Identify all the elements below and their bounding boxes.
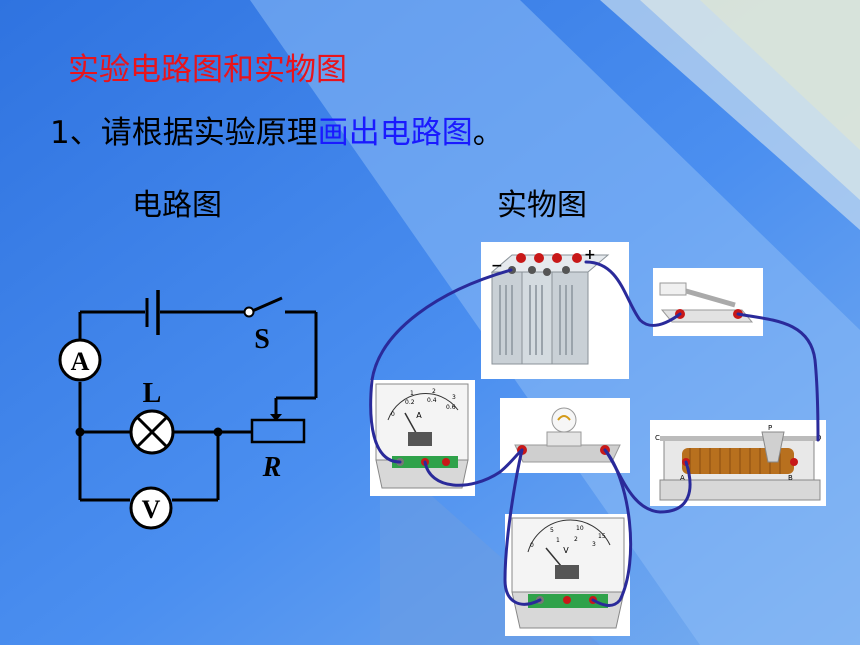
switch-panel — [653, 268, 763, 336]
knife-switch — [659, 282, 754, 323]
physical-diagram-label: 实物图 — [497, 188, 587, 223]
switch-contact — [243, 306, 255, 318]
ammeter-label: A — [71, 347, 90, 376]
voltmeter-tick-inner-2: 2 — [574, 536, 578, 543]
ammeter-tick-top-1: 1 — [410, 390, 414, 397]
voltmeter-label: V — [142, 495, 161, 524]
rheostat-label: R — [262, 452, 282, 483]
instruction-prefix: 1、请根据实验原理 — [50, 115, 318, 151]
ammeter-tick-0: 0 — [391, 411, 395, 418]
ammeter-face-unit: A — [416, 411, 422, 420]
battery-plus-label: + — [584, 247, 596, 263]
switch-label: S — [254, 324, 270, 355]
voltmeter-tick-inner-1: 1 — [556, 537, 560, 544]
connecting-wires — [369, 260, 820, 607]
lamp-label: L — [143, 378, 162, 409]
voltmeter-tick-5: 5 — [550, 527, 554, 534]
slide-title: 实验电路图和实物图 — [68, 52, 347, 88]
battery-minus-label: − — [491, 258, 503, 274]
voltmeter-symbol — [129, 486, 173, 530]
junction-dot — [75, 427, 85, 437]
ammeter-tick-04: 0.4 — [427, 397, 437, 404]
instruction-highlight: 画出电路图 — [317, 115, 473, 151]
ammeter-tick-06: 0.6 — [446, 404, 456, 411]
circuit-diagram-label: 电路图 — [132, 188, 222, 223]
rheostat-terminal-c: C — [655, 434, 660, 442]
rheostat-slider-arrow — [270, 414, 282, 421]
ammeter-tick-top-3: 3 — [452, 394, 456, 401]
rheostat-terminal-a: A — [680, 474, 685, 482]
voltmeter-device: V 0 5 10 15 1 2 3 — [511, 517, 625, 629]
rheostat-device: C D P A B — [655, 424, 821, 501]
rheostat-terminal-b: B — [788, 474, 793, 482]
rheostat-slider-p: P — [768, 424, 772, 432]
voltmeter-tick-10: 10 — [576, 525, 584, 532]
ammeter-symbol — [58, 338, 102, 382]
battery-pack: − + — [490, 247, 610, 365]
voltmeter-tick-15: 15 — [598, 533, 606, 540]
ammeter-tick-top-2: 2 — [432, 388, 436, 395]
voltmeter-face-unit: V — [563, 546, 569, 555]
instruction-suffix: 。 — [472, 115, 504, 151]
voltmeter-tick-inner-3: 3 — [592, 541, 596, 548]
voltmeter-tick-0: 0 — [530, 542, 534, 549]
junction-dot — [213, 427, 223, 437]
ammeter-device: A 0 0.2 0.4 0.6 1 2 3 — [375, 383, 469, 489]
ammeter-tick-02: 0.2 — [405, 399, 415, 406]
instruction-text: 1、请根据实验原理画出电路图。 — [50, 107, 504, 152]
